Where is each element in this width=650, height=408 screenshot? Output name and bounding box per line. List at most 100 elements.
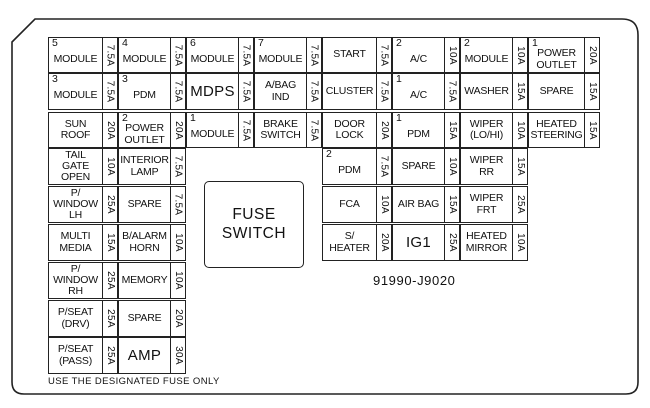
- fuse-name: MODULE: [190, 52, 235, 65]
- fuse-amperage-text: 15A: [586, 82, 598, 101]
- fuse-amperage: 25A: [102, 338, 117, 373]
- fuse-amperage: 15A: [512, 149, 527, 184]
- fuse-slot[interactable]: WIPER (LO/HI) 10A: [460, 112, 528, 148]
- fuse-amperage-text: 10A: [514, 120, 526, 140]
- fuse-amperage-text: 15A: [446, 120, 458, 140]
- fuse-index: 4: [122, 37, 128, 49]
- fuse-amperage: 7.5A: [238, 74, 253, 109]
- fuse-name: SPARE: [401, 159, 436, 172]
- fuse-index: 6: [190, 37, 196, 49]
- fuse-label-area: INTERIOR LAMP: [119, 149, 170, 184]
- fuse-slot[interactable]: P/SEAT (PASS)25A: [48, 337, 118, 374]
- fuse-name: INTERIOR LAMP: [120, 154, 169, 178]
- fuse-amperage-text: 20A: [172, 309, 184, 328]
- fuse-name: DOOR LOCK: [334, 117, 365, 141]
- fuse-amperage-text: 7.5A: [240, 44, 252, 66]
- fuse-name: FCA: [339, 197, 360, 210]
- fuse-name: WIPER (LO/HI): [469, 117, 504, 141]
- fuse-amperage: 10A: [444, 38, 459, 72]
- fuse-index: 2: [122, 112, 128, 124]
- fuse-amperage-text: 25A: [104, 309, 116, 328]
- fuse-label-area: AMP: [119, 338, 170, 373]
- fuse-name: A/C: [410, 89, 427, 102]
- fuse-switch[interactable]: FUSE SWITCH: [204, 181, 304, 268]
- fuse-amperage-text: 7.5A: [308, 119, 320, 141]
- fuse-label-area: MEMORY: [119, 263, 170, 298]
- fuse-name: TAIL GATE OPEN: [61, 148, 90, 183]
- fuse-name: SPARE: [127, 197, 162, 210]
- fuse-label-area: START: [323, 38, 376, 72]
- fuse-label-area: P/ WINDOW RH: [49, 263, 102, 298]
- fuse-label-area: CLUSTER: [323, 74, 376, 109]
- fuse-index: 7: [258, 37, 264, 49]
- fuse-amperage-text: 15A: [446, 195, 458, 214]
- fuse-label-area: AIR BAG: [393, 187, 444, 222]
- fuse-amperage-text: 10A: [514, 233, 526, 252]
- fuse-name: HEATED MIRROR: [465, 230, 508, 254]
- fuse-label-area: WIPER FRT: [461, 187, 512, 222]
- fuse-amperage: 7.5A: [376, 38, 391, 72]
- fuse-amperage: 7.5A: [170, 38, 185, 72]
- fuse-amperage-text: 7.5A: [378, 80, 390, 103]
- fuse-name: SUN ROOF: [60, 117, 91, 141]
- fuse-name: START: [333, 48, 366, 61]
- fuse-amperage-text: 7.5A: [104, 44, 116, 66]
- fuse-slot[interactable]: HEATED MIRROR 10A: [460, 224, 528, 261]
- fuse-amperage: 7.5A: [170, 74, 185, 109]
- fuse-index: 2: [396, 37, 402, 49]
- fuse-amperage: 15A: [444, 187, 459, 222]
- fuse-label-area: WIPER RR: [461, 149, 512, 184]
- fuse-amperage: 20A: [376, 225, 391, 260]
- fuse-slot[interactable]: START 7.5A: [322, 37, 392, 73]
- fuse-amperage: 30A: [170, 338, 185, 373]
- fuse-amperage-text: 7.5A: [172, 155, 184, 178]
- fuse-slot[interactable]: P/SEAT (DRV)25A: [48, 300, 118, 337]
- fuse-amperage: 7.5A: [306, 113, 321, 147]
